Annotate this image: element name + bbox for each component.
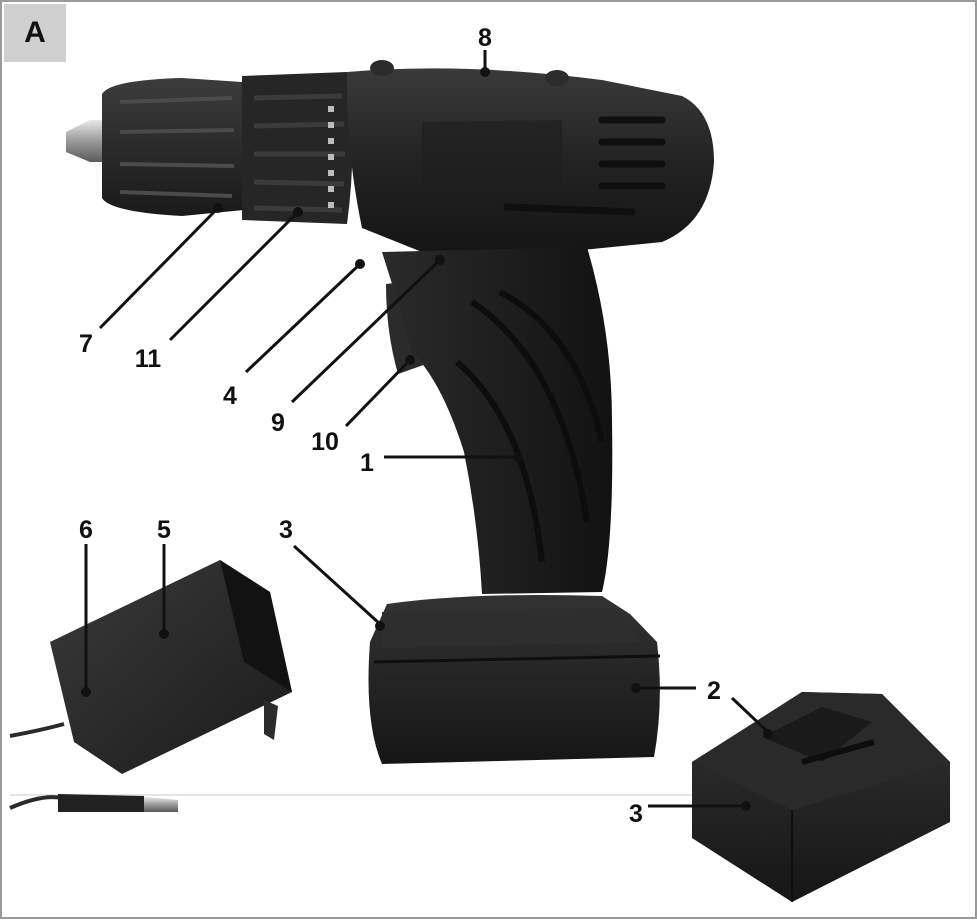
cooling-vents [503, 116, 666, 216]
callout-2: 2 [707, 677, 721, 705]
callout-5: 5 [157, 516, 171, 544]
leader-dots [81, 67, 773, 811]
callout-4: 4 [223, 382, 237, 410]
callout-7: 7 [79, 330, 93, 358]
callout-9: 9 [271, 409, 285, 437]
handle [382, 247, 613, 594]
dc-plug [58, 794, 144, 812]
drill [66, 60, 714, 764]
chuck [102, 78, 244, 216]
charger [9, 560, 292, 812]
leader-lines [84, 50, 770, 808]
callout-1: 1 [360, 449, 374, 477]
chuck-tip [66, 120, 112, 162]
callout-3-spare-battery: 3 [629, 800, 643, 828]
charger-cable [9, 722, 65, 738]
callout-8: 8 [478, 24, 492, 52]
callout-11: 11 [135, 345, 162, 373]
callout-3-drill-battery: 3 [279, 516, 293, 544]
callout-10: 10 [311, 428, 339, 456]
charger-body [50, 560, 292, 774]
figure-label: A [4, 4, 66, 62]
spare-battery [692, 692, 950, 902]
callout-6: 6 [79, 516, 93, 544]
